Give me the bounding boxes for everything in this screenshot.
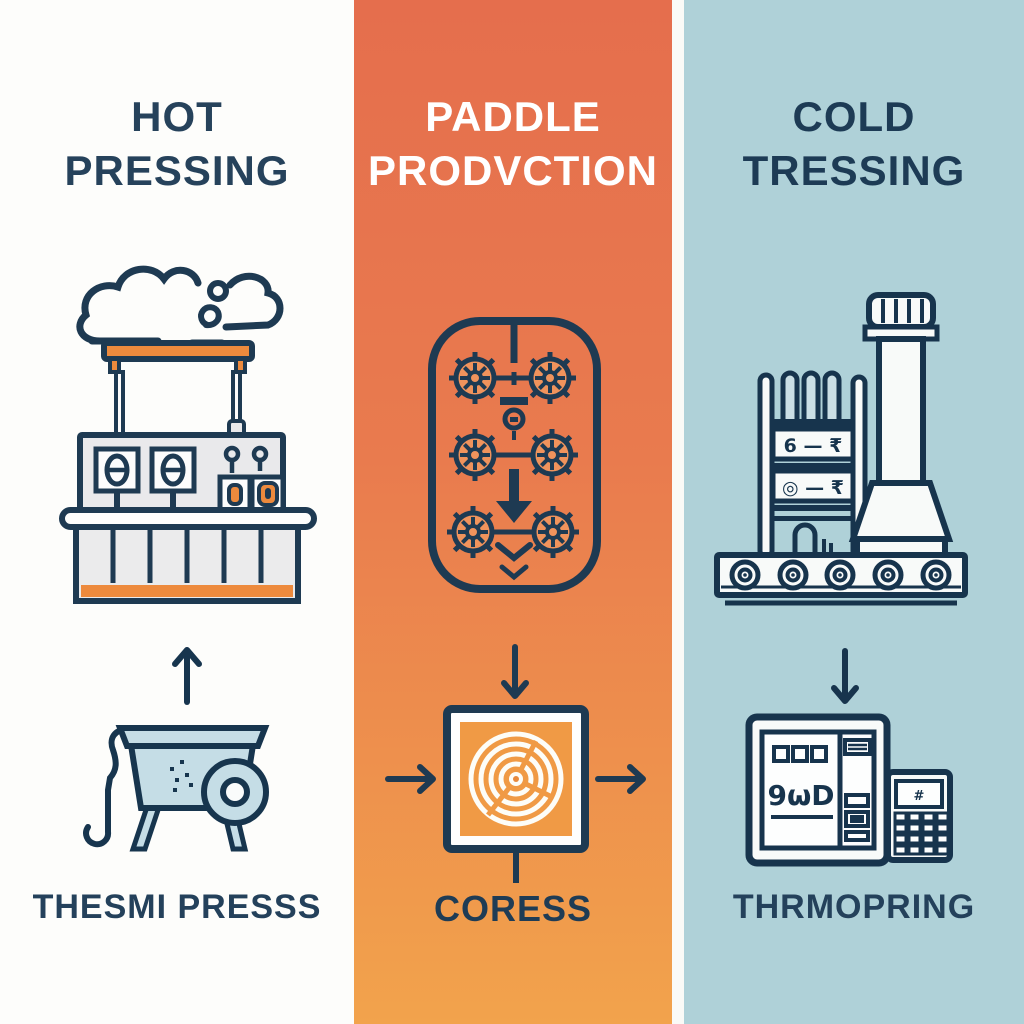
monitor-icon: 9ωD	[745, 713, 891, 867]
title-line-1: PADDLE	[425, 93, 601, 140]
panel-paddle-production: PADDLE PRODVCTION	[354, 0, 672, 1024]
title-line-1: COLD	[792, 93, 916, 140]
up-arrow-icon	[172, 647, 202, 705]
monitor-calculator-icon: 9ωD #	[745, 648, 953, 867]
steam-cloud-icon	[76, 265, 284, 347]
panel-caption: THESMI PRESSS	[32, 888, 322, 926]
monitor-display-text: 9ωD	[767, 779, 834, 812]
panel-caption: THRMOPRING	[732, 888, 976, 926]
gear-icon	[524, 352, 576, 404]
chevron-down-icon	[499, 564, 529, 581]
gear-icon	[449, 429, 501, 481]
conveyor-icon	[714, 552, 968, 606]
hot-press-machine-icon	[59, 265, 317, 604]
gear-icon	[449, 352, 501, 404]
title-line-2: TRESSING	[742, 146, 966, 194]
hopper-rim	[115, 725, 270, 749]
key-icon	[223, 445, 269, 473]
panel-caption: CORESS	[433, 888, 593, 929]
panel-title: COLD TRESSING	[684, 90, 1024, 198]
calculator-keys	[893, 811, 950, 856]
calculator-display-text: #	[914, 789, 925, 804]
gear-icon	[526, 429, 578, 481]
arrow-out-right-icon	[595, 764, 646, 794]
chevron-down-icon	[495, 542, 533, 562]
coil-plate-icon	[443, 705, 589, 853]
grinder-hopper-icon	[83, 647, 270, 852]
thick-down-arrow-icon	[509, 469, 519, 502]
title-line-2: PRODVCTION	[367, 146, 658, 194]
press-bed	[59, 507, 317, 604]
switch-icon	[227, 483, 243, 506]
down-arrow-icon	[501, 644, 529, 699]
arch-door	[792, 522, 818, 555]
press-top-plate	[101, 340, 255, 374]
machine-leg	[129, 804, 163, 852]
chimney	[848, 292, 954, 558]
down-arrow-icon	[831, 648, 859, 704]
speckles	[170, 760, 193, 792]
tower-frame: 6 — ₹ ◎ — ₹	[757, 370, 868, 560]
calculator-icon: #	[885, 769, 953, 863]
panel-title: HOT PRESSING	[0, 90, 354, 198]
panel-title: PADDLE PRODVCTION	[354, 90, 672, 198]
tower-panel-bottom-glyphs: ◎ — ₹	[782, 477, 844, 499]
press-body	[77, 432, 286, 513]
gear-icon	[447, 506, 499, 558]
gear-column-icon	[385, 317, 646, 883]
panel-hot-pressing: HOT PRESSING	[0, 0, 354, 1024]
title-line-1: HOT	[131, 93, 223, 140]
hook-handle-icon	[83, 726, 133, 848]
gear-icon	[527, 506, 579, 558]
dial-icon	[502, 407, 526, 431]
arrow-in-left-icon	[385, 764, 436, 794]
tower-panel-top-glyphs: 6 — ₹	[784, 435, 843, 457]
press-rods	[114, 370, 246, 437]
panel-cold-tressing: COLD TRESSING 6 — ₹ ◎ — ₹	[684, 0, 1024, 1024]
roller-icon	[729, 559, 952, 591]
title-line-2: PRESSING	[64, 146, 290, 194]
cooling-tower-icon: 6 — ₹ ◎ — ₹	[714, 292, 968, 606]
